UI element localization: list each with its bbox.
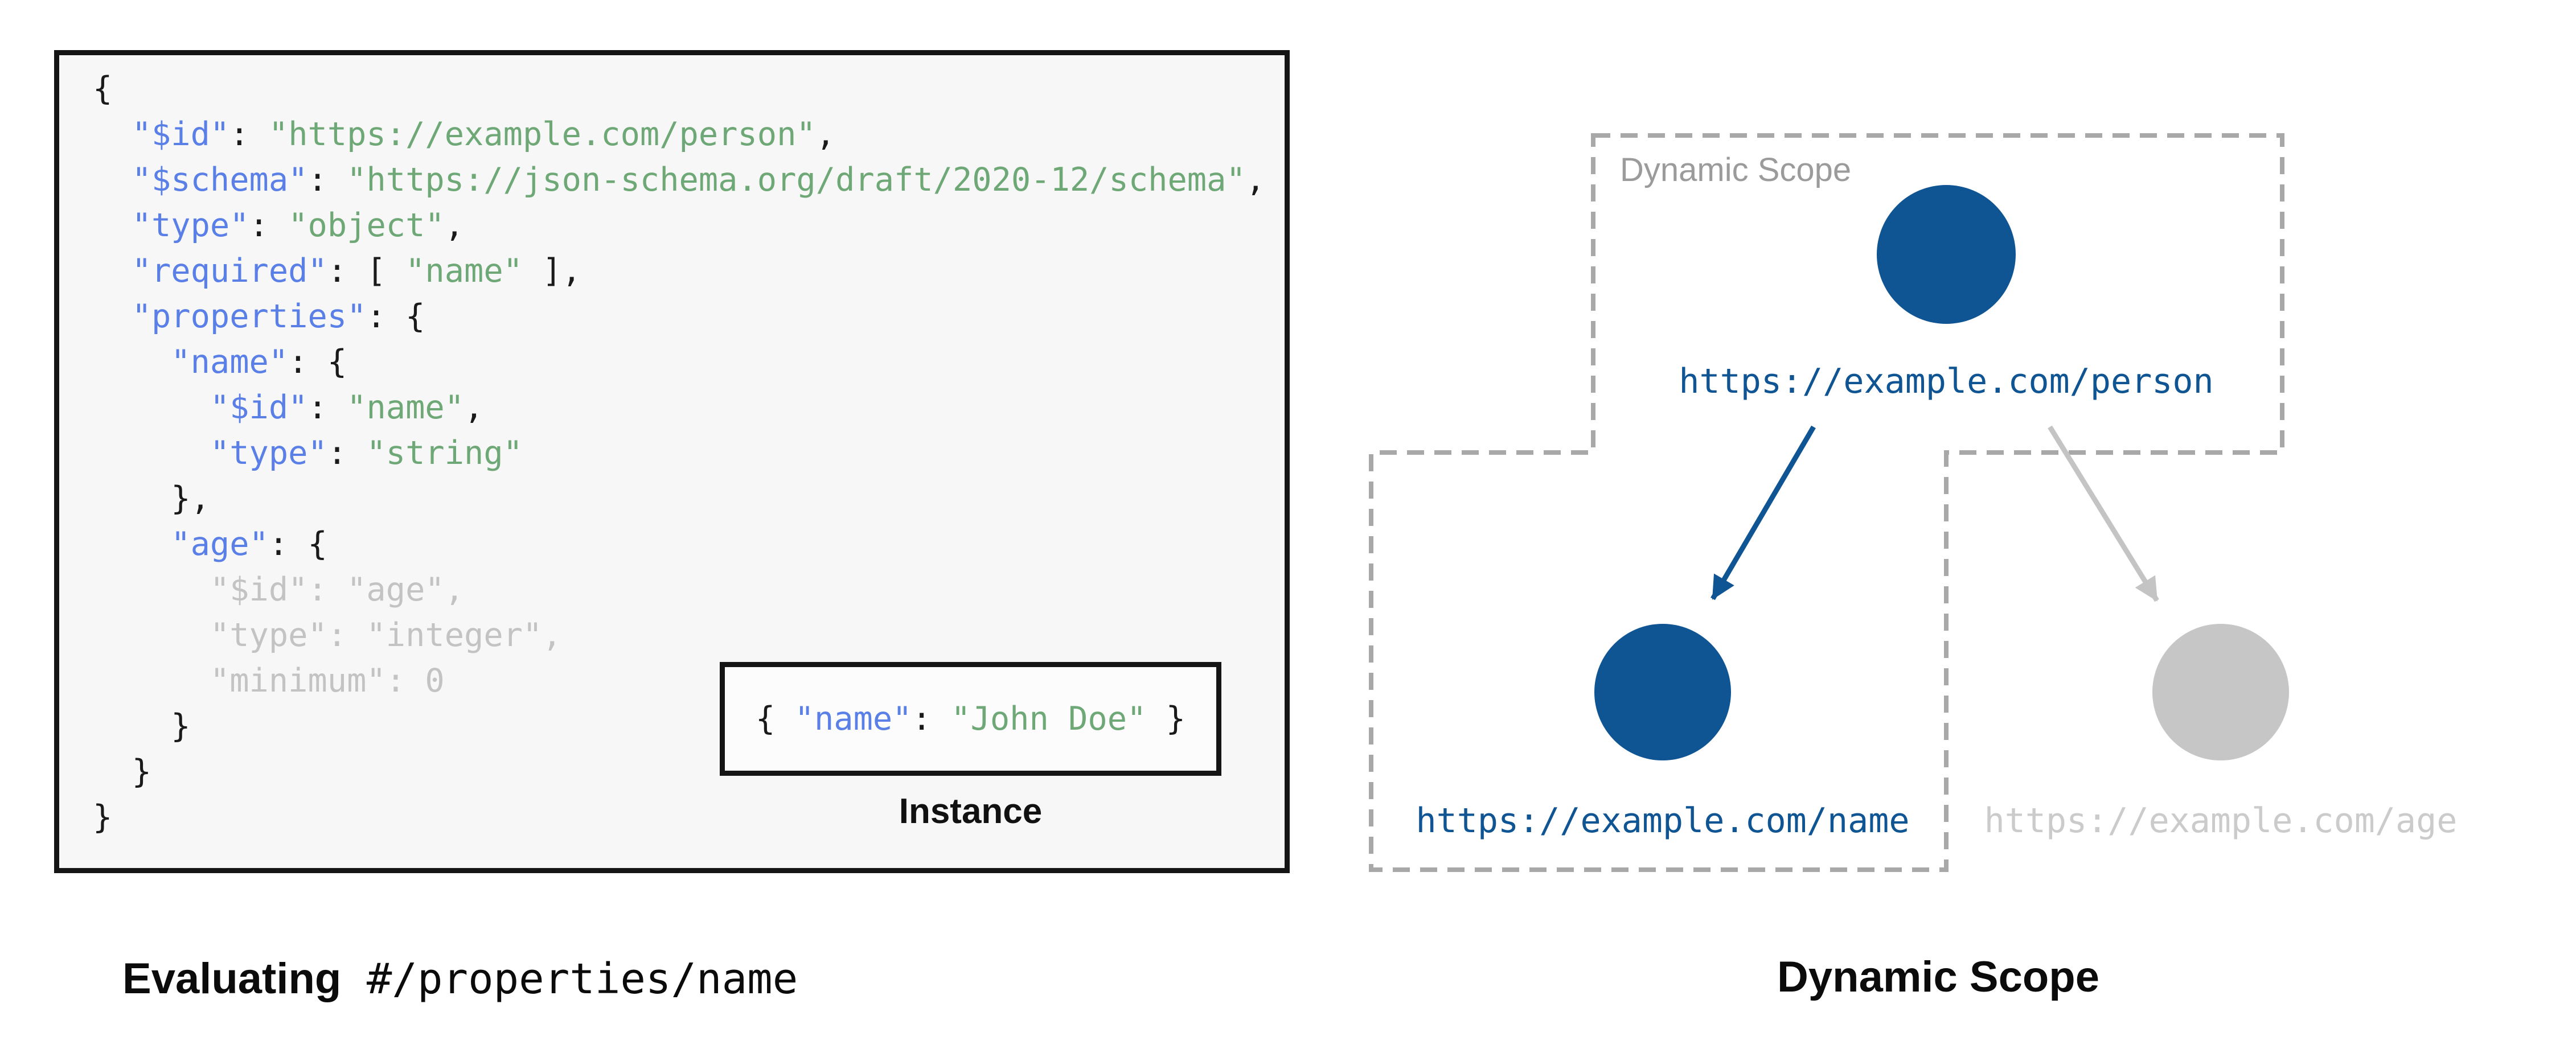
code-line: "type": "string" — [210, 434, 523, 472]
diagram-caption: Dynamic Scope — [1777, 953, 2099, 1001]
out-of-scope-arrow — [2048, 425, 2159, 602]
code-line: "$id": "https://example.com/person", — [132, 116, 836, 153]
code-line: } — [93, 708, 191, 745]
code-line: "type": "integer", — [93, 616, 562, 654]
code-line: "minimum": 0 — [93, 662, 445, 700]
left-caption-pointer: #/properties/name — [341, 955, 798, 1003]
left-caption: Evaluating #/properties/name — [122, 954, 798, 1003]
code-line: "age": { — [171, 525, 327, 563]
code-line: "$schema": "https://json-schema.org/draf… — [132, 161, 1266, 199]
code-line: "$id": "age", — [93, 571, 465, 608]
code-line: "name": { — [171, 343, 347, 381]
schema-node-person-icon — [1877, 185, 2016, 324]
code-line: "required": [ "name" ], — [132, 252, 581, 290]
code-line: } — [93, 799, 113, 836]
code-line: { — [93, 70, 113, 108]
schema-node-name-icon — [1594, 624, 1731, 760]
instance-box: { "name": "John Doe" } — [720, 662, 1221, 776]
schema-node-age-icon — [2152, 624, 2289, 760]
code-line: "type": "object", — [132, 207, 465, 244]
age-url: https://example.com/age — [1984, 801, 2458, 841]
schema-code: { "$id": "https://example.com/person", "… — [93, 66, 1265, 840]
dynamic-scope-label: Dynamic Scope — [1620, 151, 1851, 188]
code-line: "properties": { — [132, 298, 425, 335]
code-line: }, — [93, 480, 210, 517]
name-url: https://example.com/name — [1416, 801, 1910, 841]
person-url: https://example.com/person — [1679, 361, 2213, 401]
in-scope-arrow — [1711, 425, 1816, 600]
code-line: } — [93, 753, 151, 791]
left-caption-evaluating: Evaluating — [122, 955, 342, 1003]
instance-code: { "name": "John Doe" } — [756, 700, 1186, 738]
code-line: "$id": "name", — [210, 389, 484, 426]
instance-label: Instance — [899, 792, 1043, 831]
code-line: { "name": "John Doe" } — [756, 700, 1186, 738]
dynamic-scope-outline — [1369, 133, 2284, 872]
